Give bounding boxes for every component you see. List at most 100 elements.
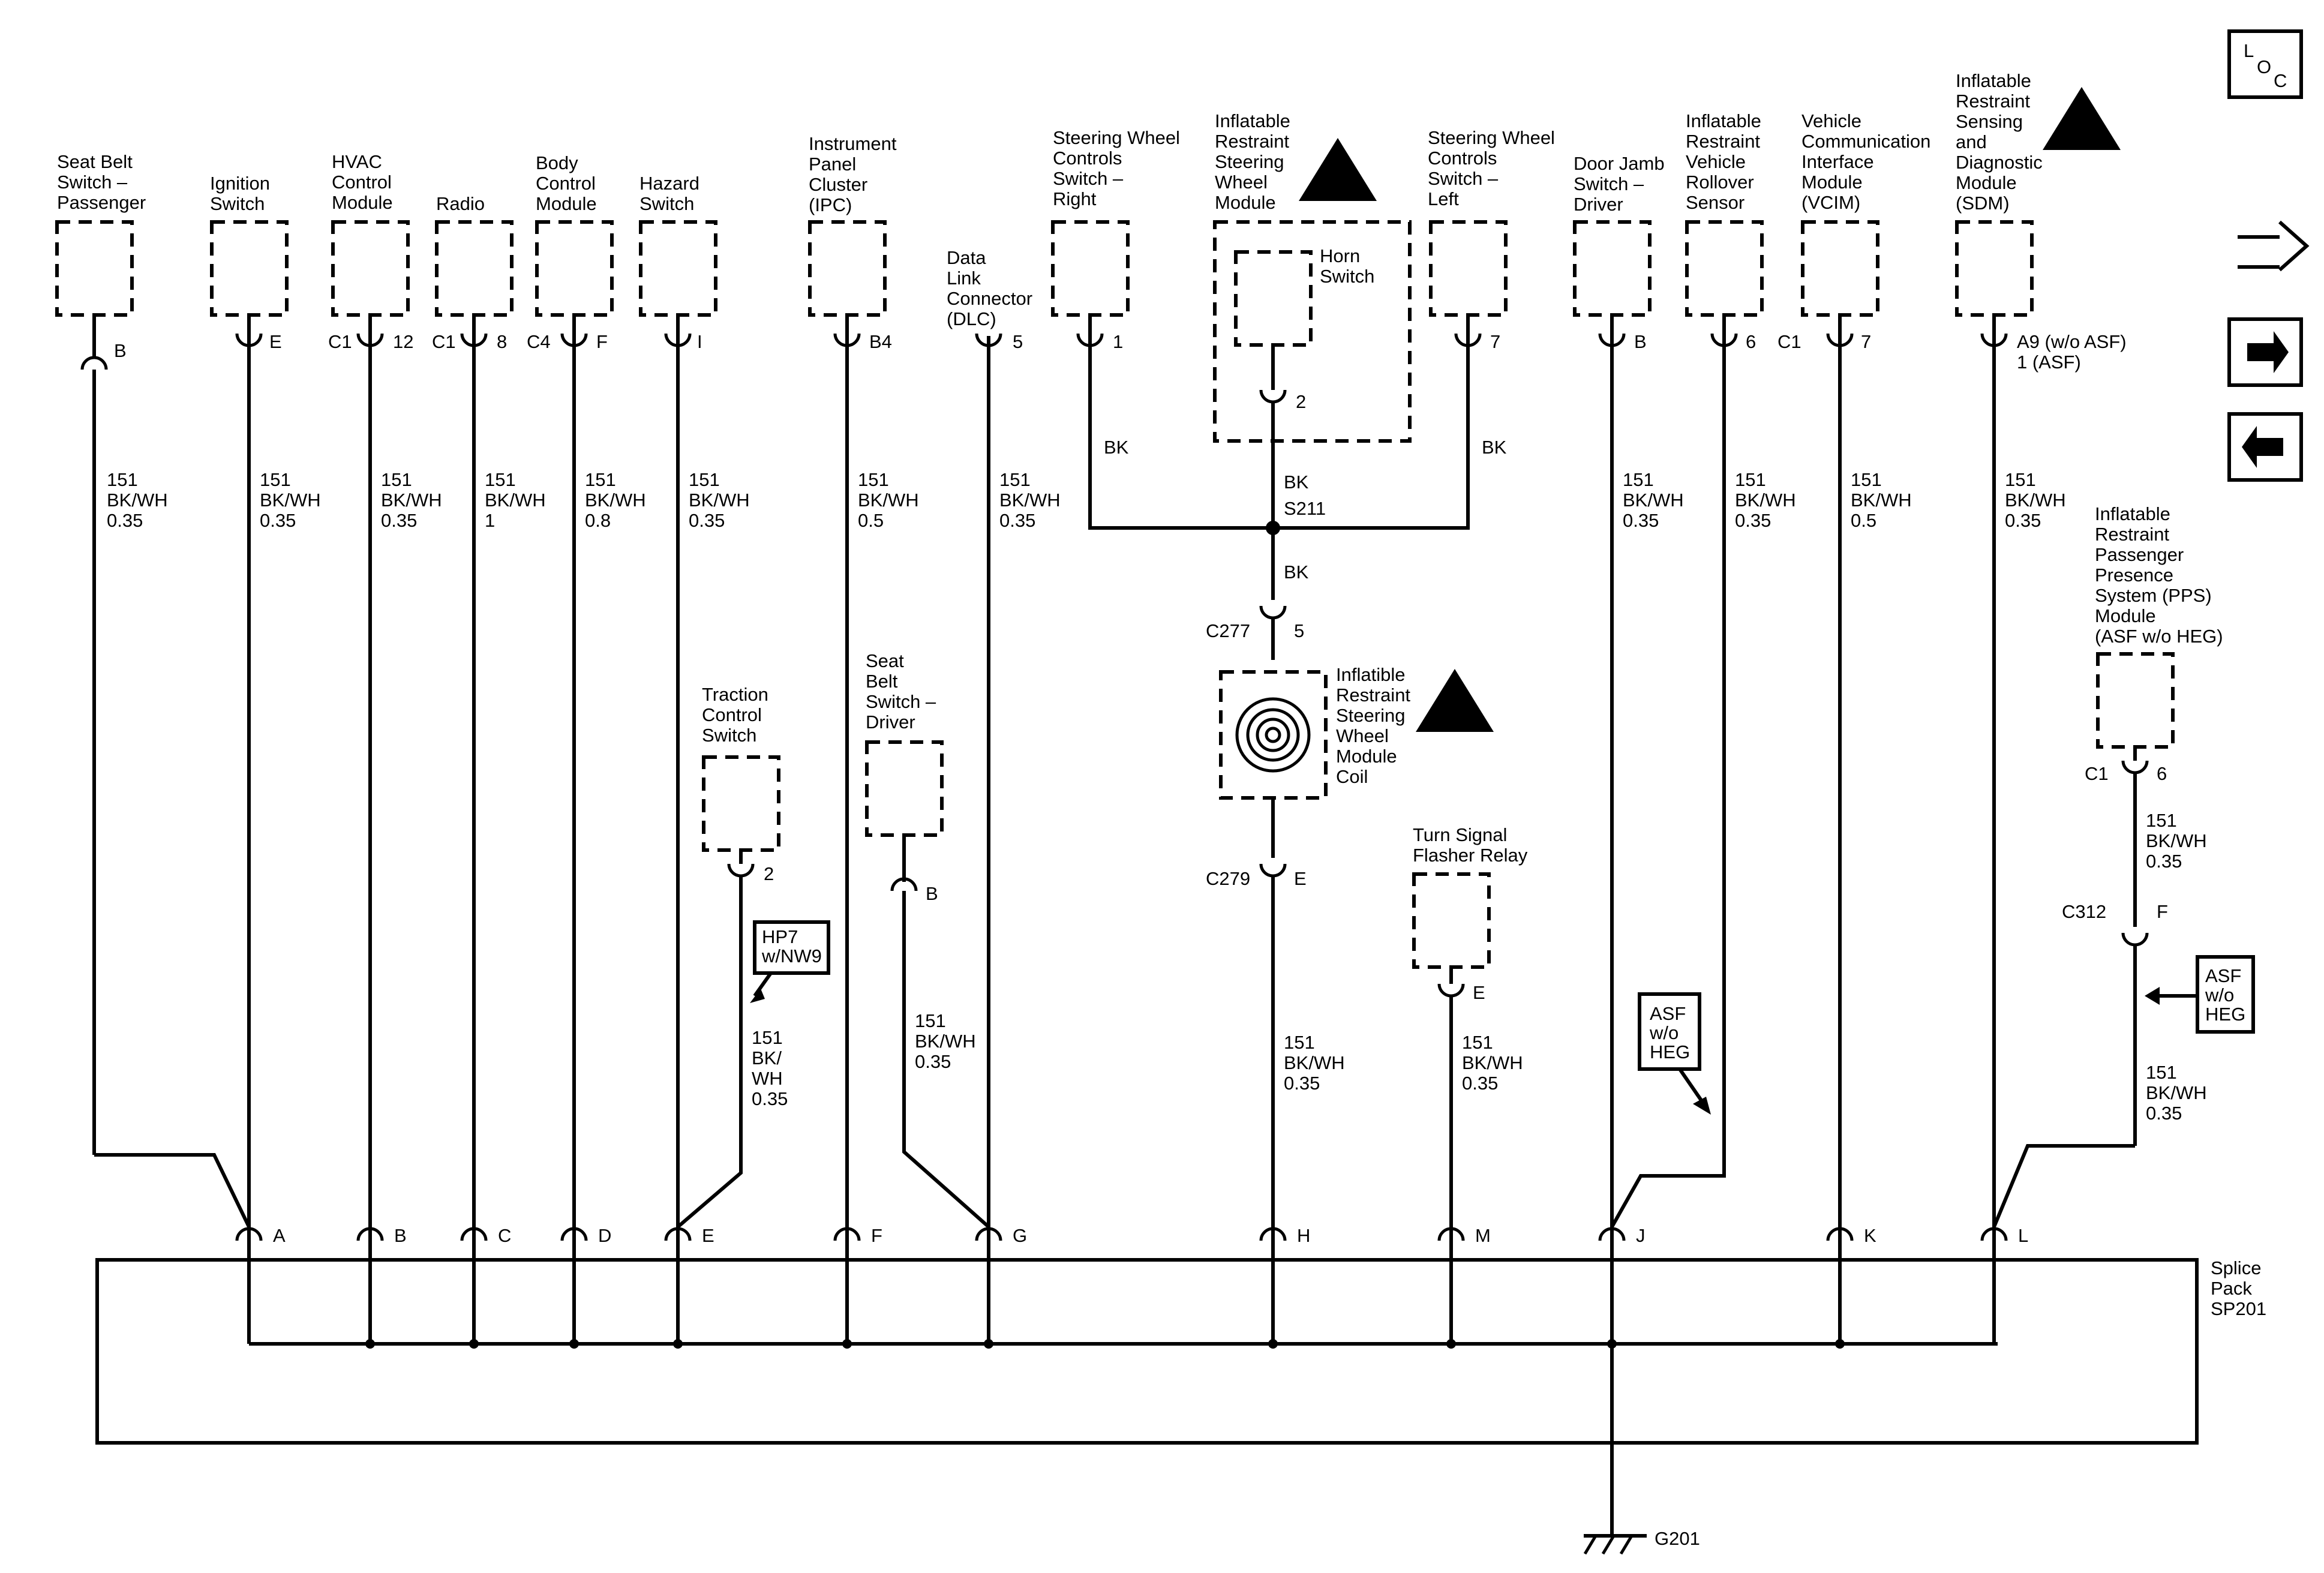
splice-s211 — [1266, 521, 1280, 535]
pin-hazard: I — [697, 331, 702, 352]
ground-label: G201 — [1655, 1528, 1700, 1549]
splice-pin-l: L — [2018, 1225, 2028, 1246]
pin-radio: 8 — [497, 331, 507, 352]
pin-ignition: E — [269, 331, 282, 352]
loc-icon[interactable] — [2227, 29, 2303, 99]
prev-arrow-icon[interactable] — [2227, 412, 2303, 482]
pin-bcm-conn: C4 — [527, 331, 551, 352]
wire-swc-left: BK — [1482, 437, 1507, 458]
splice-pin-k: K — [1864, 1225, 1876, 1246]
pin-dlc: 5 — [1013, 331, 1023, 352]
wire-swc-right: BK — [1104, 437, 1129, 458]
option-boxes — [750, 920, 2255, 1115]
splice-pack-pins — [235, 1227, 2008, 1241]
pin-pps-conn: C1 — [2085, 763, 2109, 784]
pin-hvac-conn: C1 — [328, 331, 352, 352]
pin-vcim-conn: C1 — [1777, 331, 1801, 352]
splice-pin-b: B — [394, 1225, 407, 1246]
ground-g201-icon — [1583, 1534, 1647, 1555]
pin-hvac: 12 — [393, 331, 413, 352]
pin-door-jamb: B — [1634, 331, 1647, 352]
pin-c312-conn: C312 — [2062, 901, 2106, 922]
pin-seat-belt-driver: B — [926, 883, 938, 904]
seat-belt-switch-passenger — [55, 220, 251, 1228]
pin-bcm: F — [596, 331, 608, 352]
splice-pin-f: F — [871, 1225, 882, 1246]
traction-control-switch — [677, 755, 780, 1229]
pin-c279: E — [1294, 868, 1307, 889]
label-radio: Radio — [436, 193, 485, 214]
splice-pin-e: E — [702, 1225, 714, 1246]
next-arrow-icon[interactable] — [2227, 317, 2303, 387]
pin-seat-belt-passenger: B — [114, 340, 127, 361]
splice-bus-dots — [365, 1339, 1845, 1349]
pin-swc-right: 1 — [1113, 331, 1123, 352]
wrench-icon[interactable] — [2238, 220, 2310, 272]
pin-c277-conn: C277 — [1206, 620, 1250, 641]
splice-pin-c: C — [498, 1225, 511, 1246]
splice-pin-m: M — [1475, 1225, 1491, 1246]
pin-radio-conn: C1 — [432, 331, 456, 352]
airbag-warning-icon — [1299, 87, 2121, 732]
top-connectors — [235, 333, 2008, 347]
wire-s211-down: BK — [1284, 562, 1309, 583]
splice-pin-h: H — [1297, 1225, 1310, 1246]
pin-vcim: 7 — [1861, 331, 1871, 352]
pin-c312: F — [2157, 901, 2168, 922]
splice-pin-d: D — [598, 1225, 611, 1246]
pin-traction: 2 — [764, 863, 774, 884]
steering-wheel-group — [1051, 220, 1508, 1344]
wire-horn: BK — [1284, 472, 1309, 493]
clockspring-coil-icon — [1235, 697, 1311, 773]
turn-signal-flasher-relay — [1412, 872, 1491, 1344]
svg-text:C: C — [2274, 70, 2287, 91]
pin-ipc: B4 — [869, 331, 892, 352]
svg-text:O: O — [2257, 56, 2271, 77]
splice-pack-sp201 — [95, 1258, 2199, 1445]
pin-sdm: A9 (w/o ASF)1 (ASF) — [2017, 331, 2127, 373]
pin-swc-left: 7 — [1490, 331, 1500, 352]
pin-rollover: 6 — [1746, 331, 1756, 352]
pps-module — [1992, 652, 2175, 1228]
pin-pps: 6 — [2157, 763, 2167, 784]
